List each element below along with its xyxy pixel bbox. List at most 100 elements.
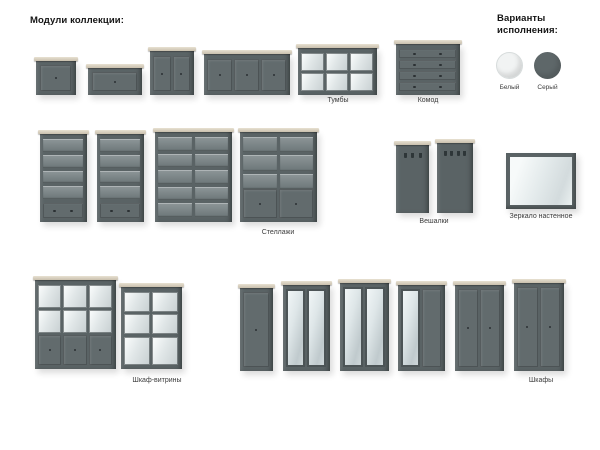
wood-top: [238, 284, 275, 288]
group-label-tumby: Тумбы: [327, 97, 349, 104]
door-front: [40, 65, 71, 91]
wood-top: [33, 276, 118, 280]
open-shelves: [243, 137, 313, 189]
cabinet-body: [40, 133, 87, 222]
cabinet-body: [396, 44, 460, 95]
bottom-drawer: [43, 203, 83, 218]
cabinet-body: [204, 54, 290, 95]
variant-label-gray: Серый: [537, 84, 558, 91]
group-label-shkafy: Шкафы: [528, 377, 554, 384]
wood-top: [119, 283, 184, 287]
mixed-doors: [401, 289, 441, 367]
wood-top: [38, 130, 89, 134]
solid-doors: [517, 287, 560, 367]
glass-panes: [301, 53, 373, 91]
wardrobe-mixed-door: [396, 281, 447, 371]
wardrobe-solid-2door-a: [453, 281, 506, 371]
coat-hooks: [440, 151, 470, 156]
wood-top: [338, 279, 391, 283]
wood-top: [453, 281, 506, 285]
wood-top: [296, 44, 379, 48]
group-label-vitriny: Шкаф-витрины: [132, 377, 182, 384]
wood-top: [238, 128, 319, 132]
cabinet-body: [35, 279, 116, 369]
cabinet-body: [398, 284, 445, 371]
wardrobe-solid-2door-b: [512, 279, 566, 371]
variants-title: Варианты исполнения:: [497, 13, 558, 38]
wood-top: [394, 40, 462, 44]
bookcase-tall-1: [38, 130, 89, 222]
variants-title-line2: исполнения:: [497, 25, 558, 37]
bookcase-wide-open: [153, 128, 234, 222]
solid-door: [422, 289, 441, 367]
variant-swatch-gray: [534, 52, 561, 79]
cabinet-body: [283, 284, 330, 371]
door-front: [207, 59, 286, 91]
group-label-veshalki: Вешалки: [419, 218, 449, 225]
wood-top: [435, 139, 475, 143]
glass-top-section: [38, 285, 112, 333]
mirror-doors: [343, 287, 385, 367]
variants-title-line1: Варианты: [497, 13, 546, 24]
bookcase-wide-doors: [238, 128, 319, 222]
open-shelves: [43, 139, 83, 199]
cabinet-body: [36, 61, 76, 95]
vitrina-small: [119, 283, 184, 369]
variant-label-white: Белый: [499, 84, 520, 91]
hanger-panel-2: [435, 139, 475, 213]
group-label-zerkalo: Зеркало настенное: [509, 213, 573, 220]
glass-top-section: [124, 292, 178, 334]
vitrina-large: [33, 276, 118, 369]
solid-bottom-doors: [38, 335, 112, 365]
page-title: Модули коллекции:: [30, 15, 124, 26]
door-front: [153, 56, 190, 91]
wood-top: [148, 47, 196, 51]
wardrobe-mirror-2door-a: [281, 281, 332, 371]
door-front: [92, 72, 137, 91]
tumba-glass-doors: [296, 44, 379, 95]
coat-hooks: [399, 153, 426, 158]
cabinet-body: [150, 51, 194, 95]
cabinet-body: [97, 133, 144, 222]
wood-top: [394, 141, 431, 145]
wardrobe-narrow: [238, 284, 275, 371]
solid-doors: [458, 289, 500, 367]
tumba-three-doors: [202, 50, 292, 95]
panel-body: [437, 142, 473, 213]
tumba-two-doors: [148, 47, 196, 95]
mirror-doors: [286, 289, 326, 367]
cabinet-body: [340, 282, 389, 371]
cabinet-body: [455, 284, 504, 371]
tumba-bench-wide: [86, 64, 144, 95]
wood-top: [281, 281, 332, 285]
mirror-door: [401, 289, 420, 367]
bookcase-tall-2: [95, 130, 146, 222]
komod-chest: [394, 40, 462, 95]
wardrobe-mirror-2door-b: [338, 279, 391, 371]
hanger-panel-1: [394, 141, 431, 213]
open-shelves: [158, 137, 228, 217]
cabinet-body: [298, 48, 377, 95]
cabinet-body: [155, 131, 232, 222]
group-label-komod: Комод: [417, 97, 439, 104]
single-door: [243, 292, 269, 367]
cabinet-body: [514, 282, 564, 371]
variant-swatch-white: [496, 52, 523, 79]
bottom-doors: [243, 189, 313, 218]
wall-mirror: [506, 153, 576, 209]
bottom-drawer: [100, 203, 140, 218]
open-shelves: [100, 139, 140, 199]
wood-top: [86, 64, 144, 68]
glass-bottom-section: [124, 337, 178, 365]
wood-top: [34, 57, 78, 61]
wood-top: [512, 279, 566, 283]
cabinet-body: [240, 287, 273, 371]
wood-top: [95, 130, 146, 134]
tumba-bench-small: [34, 57, 78, 95]
wood-top: [153, 128, 234, 132]
wood-top: [202, 50, 292, 54]
mirror-face: [510, 157, 572, 205]
cabinet-body: [121, 286, 182, 369]
group-label-stellazhi: Стеллажи: [261, 229, 295, 236]
